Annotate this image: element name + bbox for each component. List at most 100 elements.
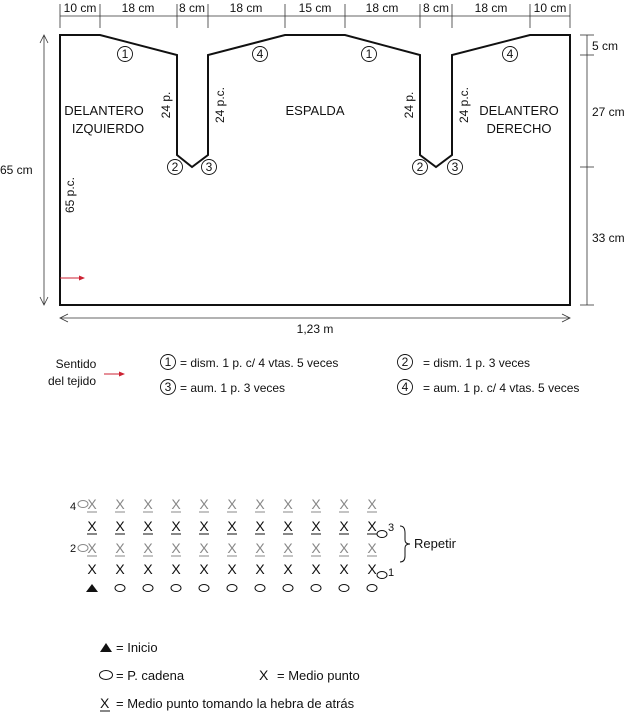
chart-stitch-x: X xyxy=(339,496,349,512)
chart-start-triangle-icon xyxy=(86,584,98,592)
chart-stitch-x: X xyxy=(115,518,125,534)
marker-number: 3 xyxy=(452,160,459,174)
chart-stitch-x: X xyxy=(143,496,153,512)
top-measure: 18 cm xyxy=(475,1,508,15)
chart-chain xyxy=(198,584,210,592)
chart-stitch-x: X xyxy=(143,561,153,577)
chart-stitch-x: X xyxy=(283,561,293,577)
chart-stitch-x: X xyxy=(115,561,125,577)
legend-text: = aum. 1 p. 3 veces xyxy=(180,381,285,395)
direction-arrow-icon xyxy=(60,275,85,281)
top-measure: 8 cm xyxy=(423,1,449,15)
chart-stitch-x: X xyxy=(311,540,321,556)
top-measure: 18 cm xyxy=(122,1,155,15)
chart-stitch-x: X xyxy=(367,496,377,512)
chart-stitch-x: X xyxy=(255,561,265,577)
garment-outline xyxy=(59,34,571,306)
chart-stitch-x: X xyxy=(199,496,209,512)
chart-chain xyxy=(338,584,350,592)
chart-chain xyxy=(366,584,378,592)
chart-chain xyxy=(114,584,126,592)
chart-chain xyxy=(310,584,322,592)
stitch-label: 24 p. xyxy=(402,92,416,119)
chart-turning-chain xyxy=(376,571,388,579)
chart-stitch-x: X xyxy=(283,518,293,534)
legend-circles xyxy=(160,354,413,395)
chart-stitch-x: X xyxy=(255,540,265,556)
chart-stitch-x: X xyxy=(199,561,209,577)
chart-stitch-x: X xyxy=(87,561,97,577)
chart-stitch-x: X xyxy=(311,496,321,512)
chart-stitch-x: X xyxy=(227,518,237,534)
chart-stitch-x: X xyxy=(339,518,349,534)
stitch-label: 24 p. xyxy=(159,92,173,119)
chart-stitch-x: X xyxy=(171,496,181,512)
marker-number: 1 xyxy=(366,47,373,61)
marker-number: 4 xyxy=(257,47,264,61)
width-label: 1,23 m xyxy=(297,322,334,336)
chart-chain xyxy=(226,584,238,592)
marker-numbers: 1 4 1 4 2 3 2 3 xyxy=(122,47,514,174)
stitch-label: 24 p.c. xyxy=(213,87,227,123)
chart-stitch-x: X xyxy=(199,518,209,534)
chart-stitch-x: X xyxy=(339,561,349,577)
legend-text: = dism. 1 p. 3 veces xyxy=(423,356,530,370)
row-label: 3 xyxy=(388,522,394,534)
bottom-dimension-line xyxy=(59,313,571,323)
repeat-label: Repetir xyxy=(414,536,457,551)
top-measure: 8 cm xyxy=(179,1,205,15)
piece-label-right: DERECHO xyxy=(486,121,551,136)
legend-text: = dism. 1 p. c/ 4 vtas. 5 veces xyxy=(180,356,338,370)
chart-stitch-x: X xyxy=(171,518,181,534)
repeat-brace xyxy=(399,525,411,563)
chart-stitch-x: X xyxy=(367,540,377,556)
chart-stitch-x: X xyxy=(227,540,237,556)
top-measure: 15 cm xyxy=(299,1,332,15)
legend-text: = aum. 1 p. c/ 4 vtas. 5 veces xyxy=(423,381,579,395)
chart-turning-chain xyxy=(376,530,388,538)
chart-stitch-x: X xyxy=(87,518,97,534)
row-label: 4 xyxy=(70,501,76,513)
key-single-text: = Medio punto xyxy=(277,668,360,683)
legend-arrow-icon xyxy=(104,371,125,377)
piece-label-left: IZQUIERDO xyxy=(72,121,144,136)
chart-stitch-x: X xyxy=(283,540,293,556)
top-measures: 10 cm 18 cm 8 cm 18 cm 15 cm 18 cm 8 cm … xyxy=(64,1,567,15)
right-measure: 5 cm xyxy=(592,39,618,53)
top-measure: 10 cm xyxy=(534,1,567,15)
chart-chain xyxy=(170,584,182,592)
legend-number: 3 xyxy=(165,380,172,394)
chart-chain xyxy=(282,584,294,592)
right-measure: 27 cm xyxy=(592,105,625,119)
legend-number: 4 xyxy=(402,380,409,394)
chain-icon xyxy=(99,670,113,680)
marker-number: 4 xyxy=(507,47,514,61)
chart-stitch-x: X xyxy=(143,540,153,556)
single-crochet-icon: X xyxy=(259,667,269,683)
start-triangle-icon xyxy=(100,643,112,652)
top-measure: 18 cm xyxy=(230,1,263,15)
top-measure: 18 cm xyxy=(366,1,399,15)
marker-circles xyxy=(117,46,518,175)
chart-stitch-x: X xyxy=(311,561,321,577)
stitch-label: 65 p.c. xyxy=(63,177,77,213)
marker-number: 2 xyxy=(417,160,424,174)
right-dimension-line xyxy=(580,34,594,306)
chart-turning-chain xyxy=(77,544,89,552)
chart-stitch-x: X xyxy=(367,518,377,534)
legend-number: 1 xyxy=(165,355,172,369)
chart-turning-chain xyxy=(77,500,89,508)
height-label: 65 cm xyxy=(0,163,33,177)
chart-stitch-x: X xyxy=(227,496,237,512)
chart-stitch-x: X xyxy=(227,561,237,577)
back-loop-icon: X xyxy=(100,695,110,711)
left-dimension-line xyxy=(39,34,49,306)
chart-stitch-x: X xyxy=(115,496,125,512)
key-back-loop-text: = Medio punto tomando la hebra de atrás xyxy=(116,696,355,711)
marker-number: 2 xyxy=(172,160,179,174)
chart-stitch-x: X xyxy=(115,540,125,556)
chart-stitch-x: X xyxy=(283,496,293,512)
key-start-text: = Inicio xyxy=(116,640,158,655)
top-dimension-line xyxy=(59,4,571,28)
